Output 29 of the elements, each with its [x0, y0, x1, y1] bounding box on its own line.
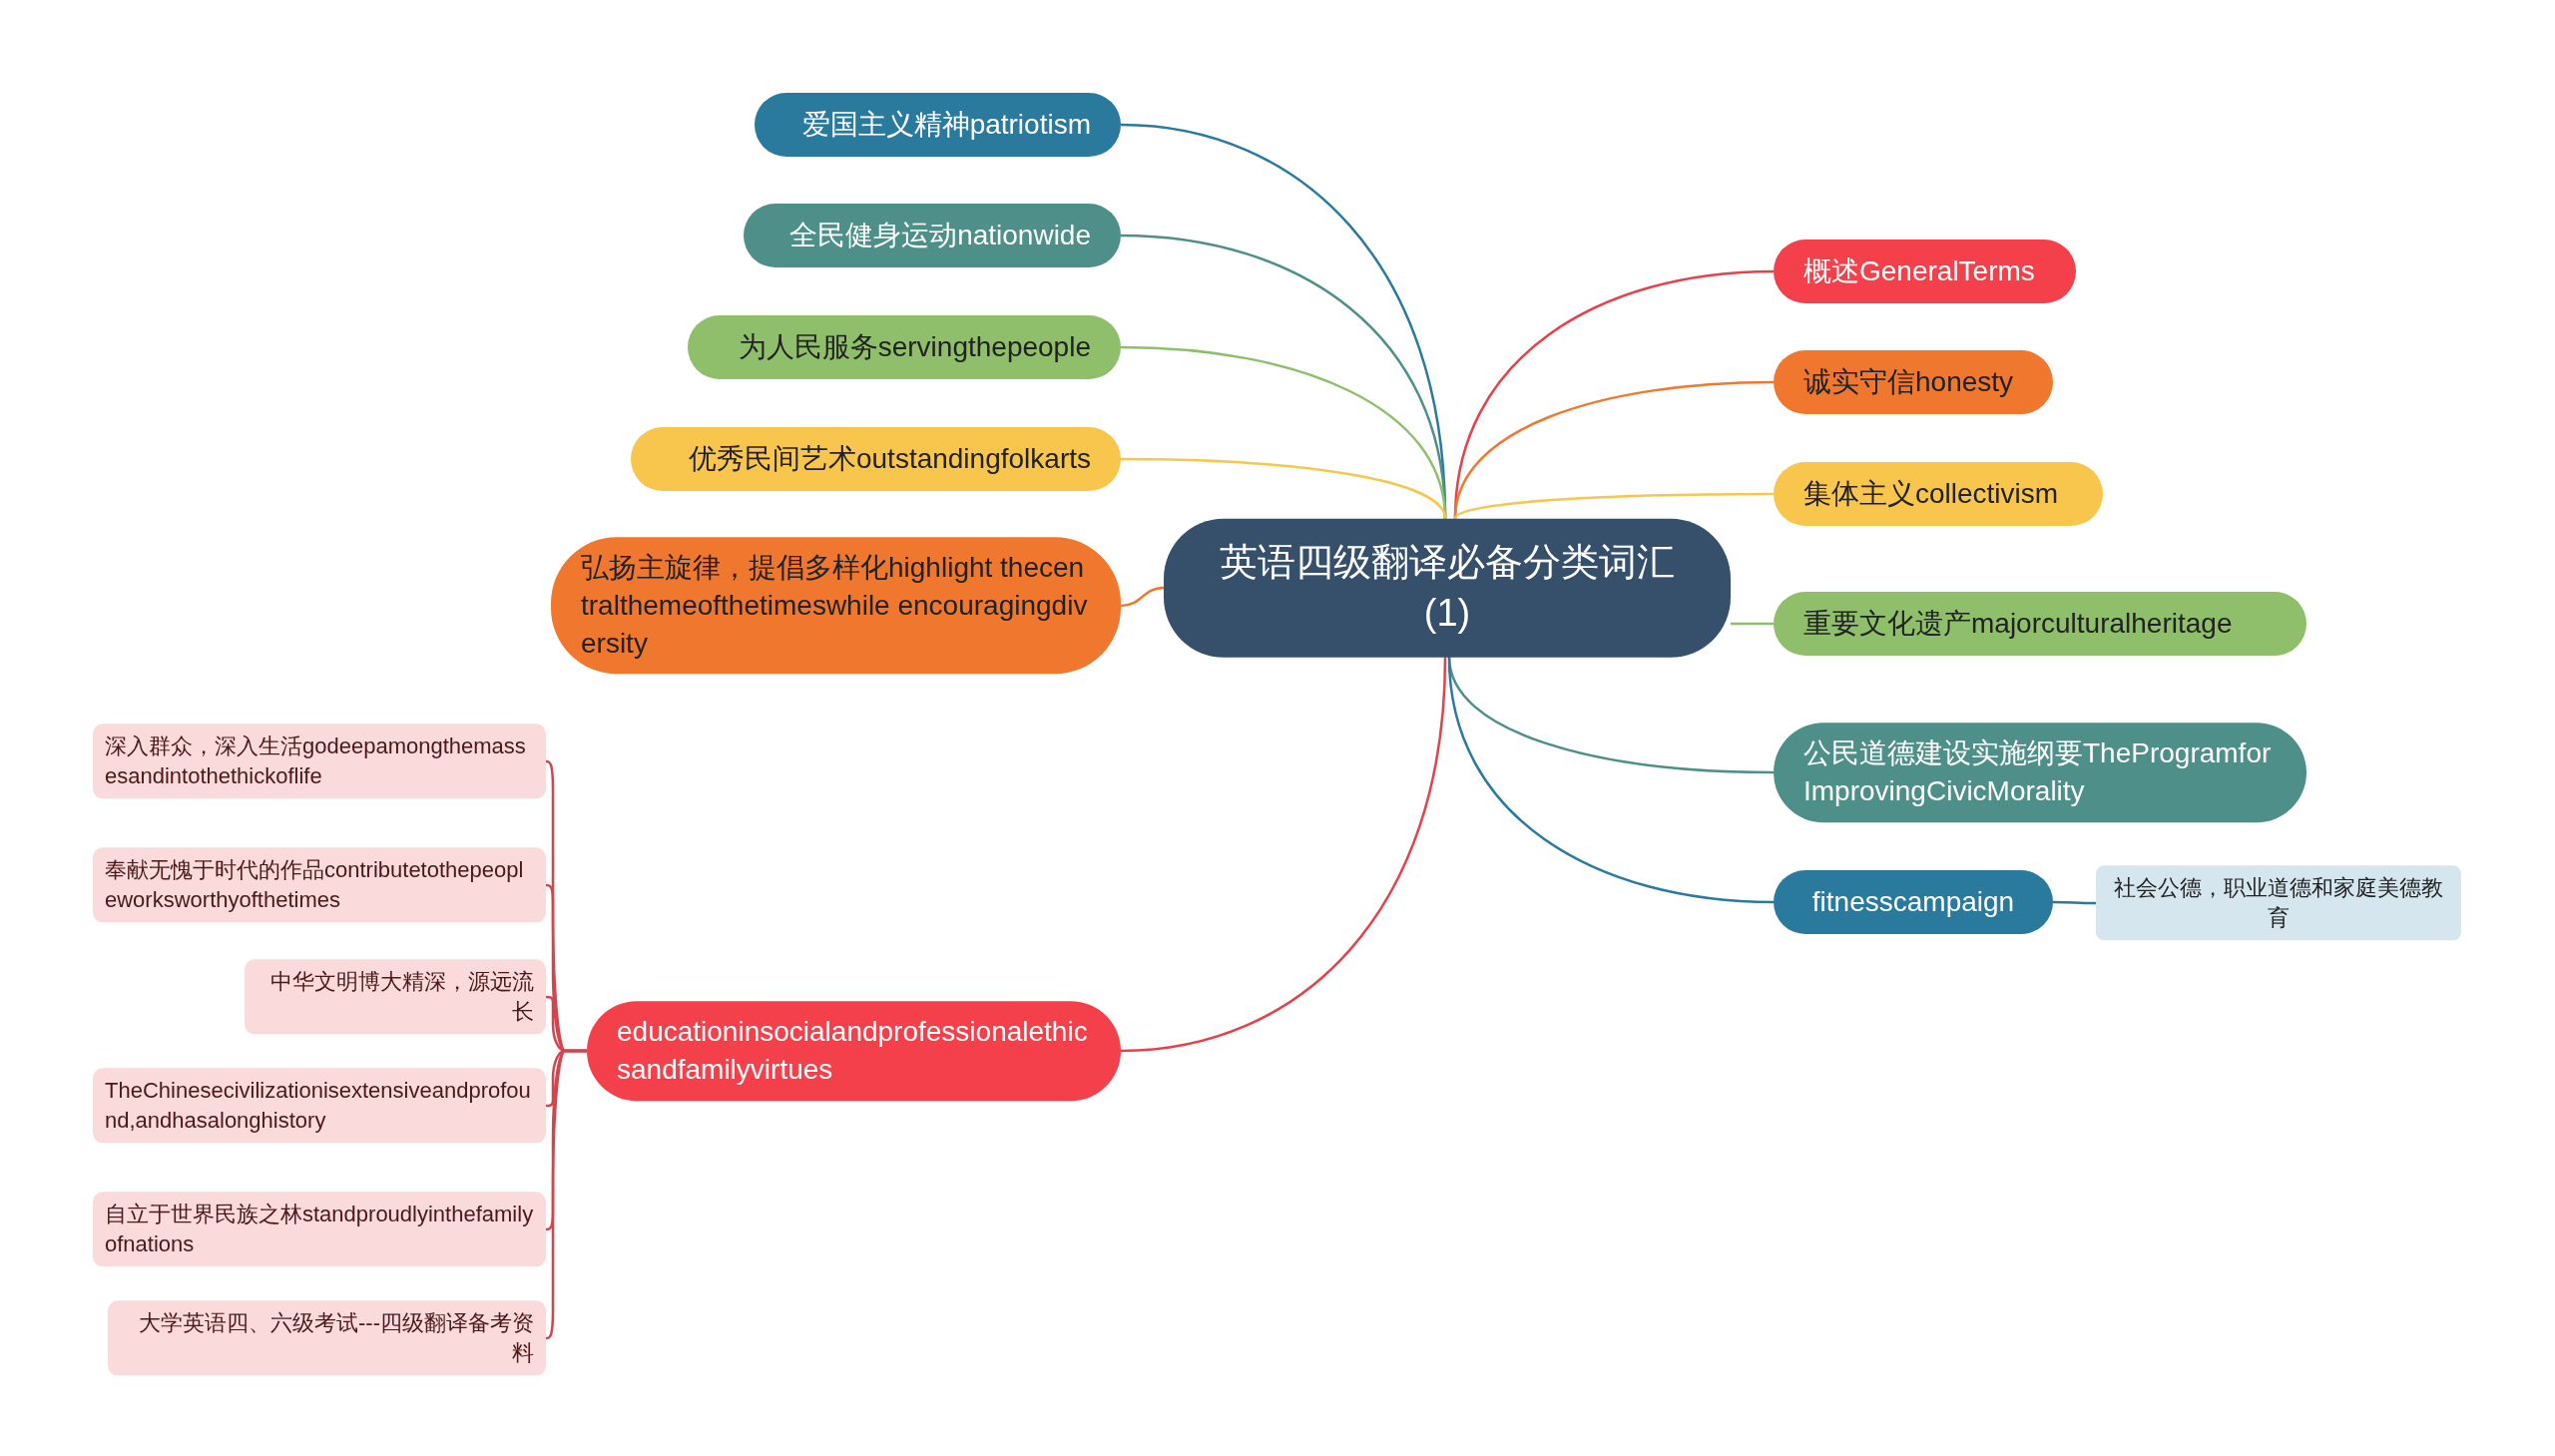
topic-box: 为人民服务servingthepeople	[688, 315, 1121, 379]
connector-line	[1120, 657, 1447, 1053]
connector-line	[1447, 657, 1775, 904]
subtopic-box: 自立于世界民族之林standproudlyinthefamilyofnations	[93, 1192, 546, 1267]
connector-line	[1731, 622, 1774, 626]
connector-line	[1121, 457, 1447, 520]
subtopic-box: 大学英语四、六级考试---四级翻译备考资料	[108, 1300, 546, 1376]
connector-line	[2053, 900, 2096, 905]
subtopic-box: 社会公德，职业道德和家庭美德教育	[2096, 865, 2461, 941]
topic-box: 诚实守信honesty	[1774, 350, 2053, 414]
connector-line	[1453, 380, 1775, 519]
subtopic-box: TheChinesecivilizationisextensiveandprofound,andhasalonghistory	[93, 1068, 546, 1144]
topic-box: 弘扬主旋律，提倡多样化highlight thecentralthemeofthetimeswhile encouragingdiversity	[551, 537, 1121, 675]
subtopic-box: 中华文明博大精深，源远流长	[245, 959, 546, 1035]
topic-box: 爱国主义精神patriotism	[755, 93, 1121, 157]
subtopic-box: 深入群众，深入生活godeepamongthemassesandintothethickoflife	[93, 724, 546, 799]
central-topic: 英语四级翻译必备分类词汇(1)	[1164, 518, 1731, 658]
connector-line	[545, 1049, 587, 1340]
topic-box: 优秀民间艺术outstandingfolkarts	[631, 427, 1121, 491]
topic-box: 重要文化遗产majorculturalheritage	[1774, 592, 2306, 656]
subtopic-box: 奉献无愧于时代的作品contributetothepeopleworksworthyofthetimes	[93, 847, 546, 923]
topic-box: 公民道德建设实施纲要TheProgramforImprovingCivicMorality	[1774, 723, 2306, 822]
topic-box: 集体主义collectivism	[1774, 462, 2103, 526]
topic-box: 全民健身运动nationwide	[744, 204, 1121, 267]
topic-box: fitnesscampaign	[1774, 870, 2053, 934]
connector-line	[1454, 492, 1774, 520]
connector-line	[1120, 586, 1165, 608]
topic-box: 概述GeneralTerms	[1774, 240, 2076, 303]
topic-box: educationinsocialandprofessionalethicsandfamilyvirtues	[587, 1001, 1121, 1101]
